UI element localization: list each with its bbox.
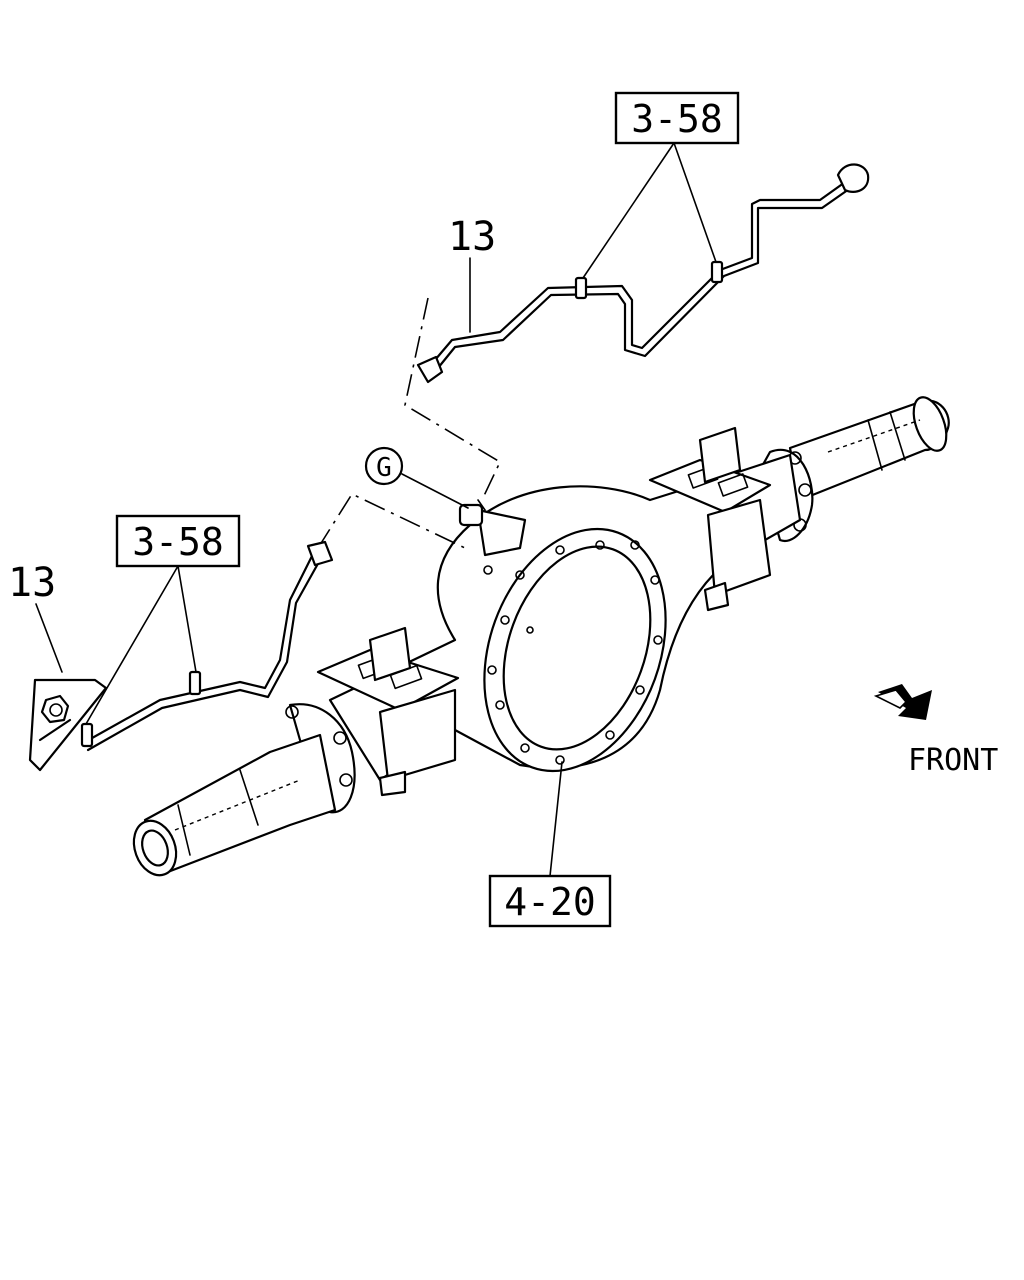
left-spring-seat bbox=[316, 626, 460, 797]
routing-line-top bbox=[404, 297, 502, 501]
leader-4-20 bbox=[549, 761, 563, 877]
routing-line-left bbox=[317, 492, 466, 549]
right-spring-seat bbox=[648, 426, 772, 612]
hose-connector-block bbox=[458, 499, 527, 557]
part-13-top-label: 13 bbox=[448, 214, 496, 260]
ref-3-58-left-box bbox=[115, 514, 241, 568]
leader-13-left bbox=[35, 603, 63, 673]
ref-3-58-left-label: 3-58 bbox=[132, 520, 224, 564]
leader-3-58-left-b bbox=[177, 565, 197, 673]
ring-bolt-holes bbox=[483, 540, 663, 765]
ref-4-20-label: 4-20 bbox=[504, 880, 596, 924]
brake-pipe-top bbox=[416, 163, 870, 384]
front-label: FRONT bbox=[908, 743, 998, 778]
ref-3-58-top-box bbox=[614, 91, 740, 145]
brake-pipe-left bbox=[28, 540, 334, 772]
leader-3-58-left-a bbox=[85, 565, 179, 725]
leader-3-58-top-a bbox=[582, 142, 675, 279]
front-arrow-icon bbox=[873, 684, 932, 720]
g-callout-label: G bbox=[376, 453, 392, 483]
ref-3-58-top-label: 3-58 bbox=[631, 97, 723, 141]
rear-axle-housing bbox=[132, 396, 950, 877]
leader-3-58-top-b bbox=[673, 142, 717, 263]
g-callout: G bbox=[364, 446, 469, 509]
part-13-left-label: 13 bbox=[8, 560, 56, 606]
